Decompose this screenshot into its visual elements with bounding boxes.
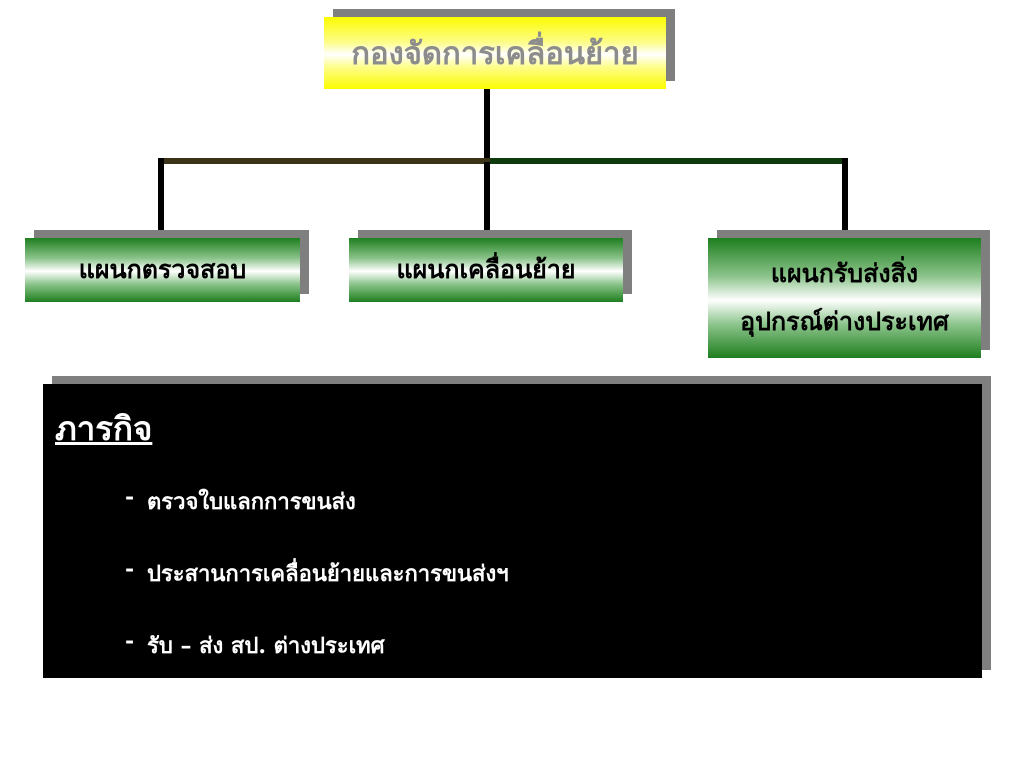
mission-item: - รับ – ส่ง สป. ต่างประเทศ: [125, 628, 509, 700]
mission-item-bullet: -: [125, 484, 135, 510]
connector-trunk: [484, 88, 490, 162]
org-box-inspection: แผนกตรวจสอบ: [25, 238, 300, 302]
mission-item-text: ประสานการเคลื่อนย้ายและการขนส่งฯ: [147, 561, 509, 587]
mission-item-text: รับ – ส่ง สป. ต่างประเทศ: [147, 633, 385, 659]
org-box-inspection-label: แผนกตรวจสอบ: [78, 255, 247, 284]
org-box-movement-label: แผนกเคลื่อนย้าย: [396, 255, 576, 284]
mission-item-text: ตรวจใบแลกการขนส่ง: [147, 489, 356, 515]
mission-item: - ตรวจใบแลกการขนส่ง: [125, 484, 509, 556]
connector-bar-right: [490, 158, 848, 164]
org-box-movement: แผนกเคลื่อนย้าย: [349, 238, 623, 302]
mission-item: - ประสานการเคลื่อนย้ายและการขนส่งฯ: [125, 556, 509, 628]
mission-panel: ภารกิจ - ตรวจใบแลกการขนส่ง - ประสานการเค…: [43, 384, 982, 678]
mission-item-bullet: -: [125, 628, 135, 654]
connector-drop-right: [842, 158, 848, 238]
org-box-foreign-equipment-line-1: แผนกรับส่งสิ่ง: [770, 259, 919, 288]
org-box-top-label: กองจัดการเคลื่อนย้าย: [351, 36, 639, 72]
connector-drop-left: [158, 158, 164, 238]
org-box-foreign-equipment-line-2: อุปกรณ์ต่างประเทศ: [740, 307, 949, 336]
org-box-foreign-equipment: แผนกรับส่งสิ่ง อุปกรณ์ต่างประเทศ: [708, 238, 981, 358]
connector-bar-left: [160, 158, 490, 164]
mission-item-bullet: -: [125, 556, 135, 582]
connector-drop-middle: [484, 162, 490, 238]
org-box-top: กองจัดการเคลื่อนย้าย: [324, 17, 666, 89]
mission-list: - ตรวจใบแลกการขนส่ง - ประสานการเคลื่อนย้…: [125, 484, 509, 700]
mission-title: ภารกิจ: [55, 409, 153, 448]
